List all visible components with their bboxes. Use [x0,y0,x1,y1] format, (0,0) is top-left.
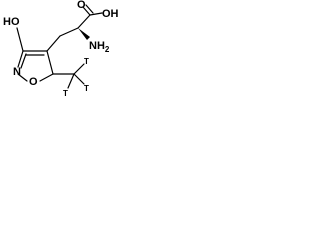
carboxyl-oxygen-label: O [77,0,86,11]
bond-cd3-t-lower [67,73,75,89]
ring-nitrogen-label: N [13,66,21,78]
bond-cd3-t-upper [73,63,85,75]
carboxyl-hydroxyl-label: OH [102,8,119,20]
amino-main: NH [89,40,105,52]
bond-c4-ch2 [46,35,61,52]
isoxazole-ring [17,50,54,82]
bond-carboxyl-hydroxyl [89,12,103,16]
wedge-bond-amino [78,28,90,40]
bond-calpha-carboxyl [77,14,91,29]
bond-carboxyl-oxygen [82,6,91,16]
ring-bond-n-c3-double [20,53,27,69]
bond-cd3-t-right [73,73,85,85]
molecular-structure: HO O OH NH2 N O T T T [3,0,119,98]
ring-oxygen-label: O [29,76,38,88]
bond-ch2-calpha [59,27,79,37]
tritium-label-upper: T [84,57,89,66]
tritium-label-lower: T [63,89,68,98]
amino-label: NH2 [89,40,110,54]
ring-bond-c4-c5 [46,50,54,75]
ring-bond-n-c3 [17,50,24,68]
bond-c3-hydroxyl [16,27,24,52]
tritium-label-right: T [84,84,89,93]
ring-bond-c5-o [39,73,54,82]
hydroxyl-label: HO [3,16,20,28]
amino-subscript: 2 [105,45,110,54]
bond-carboxyl-oxygen-double [85,4,94,14]
ring-bond-o-n [17,73,28,82]
